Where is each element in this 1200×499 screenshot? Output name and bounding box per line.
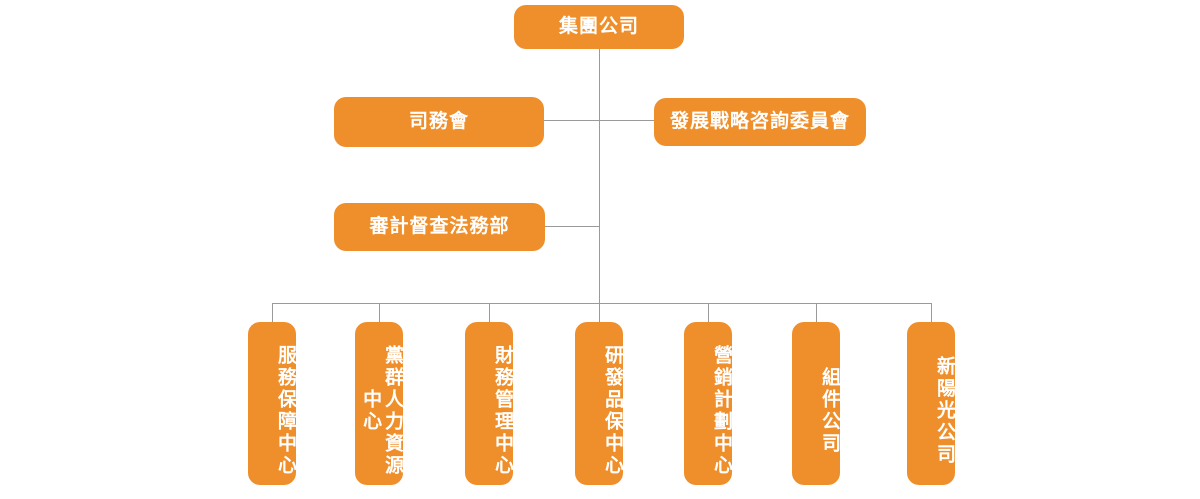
connector-trunk-row2-to-row3: [599, 120, 600, 226]
connector-row2-left: [544, 120, 600, 121]
node-unit-party-hr-center[interactable]: 黨群人力資源中心: [355, 322, 404, 485]
connector-drop-unit-7: [931, 303, 932, 323]
node-unit-finance-management-center[interactable]: 財務管理中心: [465, 322, 514, 485]
connector-drop-unit-3: [489, 303, 490, 323]
connector-drop-unit-2: [379, 303, 380, 323]
connector-drop-unit-6: [816, 303, 817, 323]
connector-drop-unit-5: [708, 303, 709, 323]
node-audit-legal-department[interactable]: 審計督查法務部: [326, 196, 545, 251]
node-unit-rnd-quality-center[interactable]: 研發品保中心: [575, 322, 624, 485]
node-unit-new-sunshine-company[interactable]: 新陽光公司: [907, 322, 956, 485]
node-unit-marketing-planning-center[interactable]: 營銷計劃中心: [684, 322, 733, 485]
node-executive-committee[interactable]: 司務會: [326, 90, 544, 147]
node-unit-service-support-center[interactable]: 服務保障中心: [248, 322, 297, 485]
connector-row2-right: [599, 120, 655, 121]
node-unit-module-company[interactable]: 組件公司: [792, 322, 841, 485]
connector-trunk-bus-to-unit-4: [599, 303, 600, 323]
connector-unit-bus: [272, 303, 932, 304]
connector-drop-unit-1: [272, 303, 273, 323]
connector-trunk-row3-to-bus: [599, 226, 600, 303]
node-strategy-advisory-committee[interactable]: 發展戰略咨詢委員會: [646, 91, 866, 146]
connector-trunk-root-to-row2: [599, 49, 600, 120]
connector-row3-left: [545, 226, 600, 227]
node-group-company[interactable]: 集團公司: [506, 0, 684, 49]
